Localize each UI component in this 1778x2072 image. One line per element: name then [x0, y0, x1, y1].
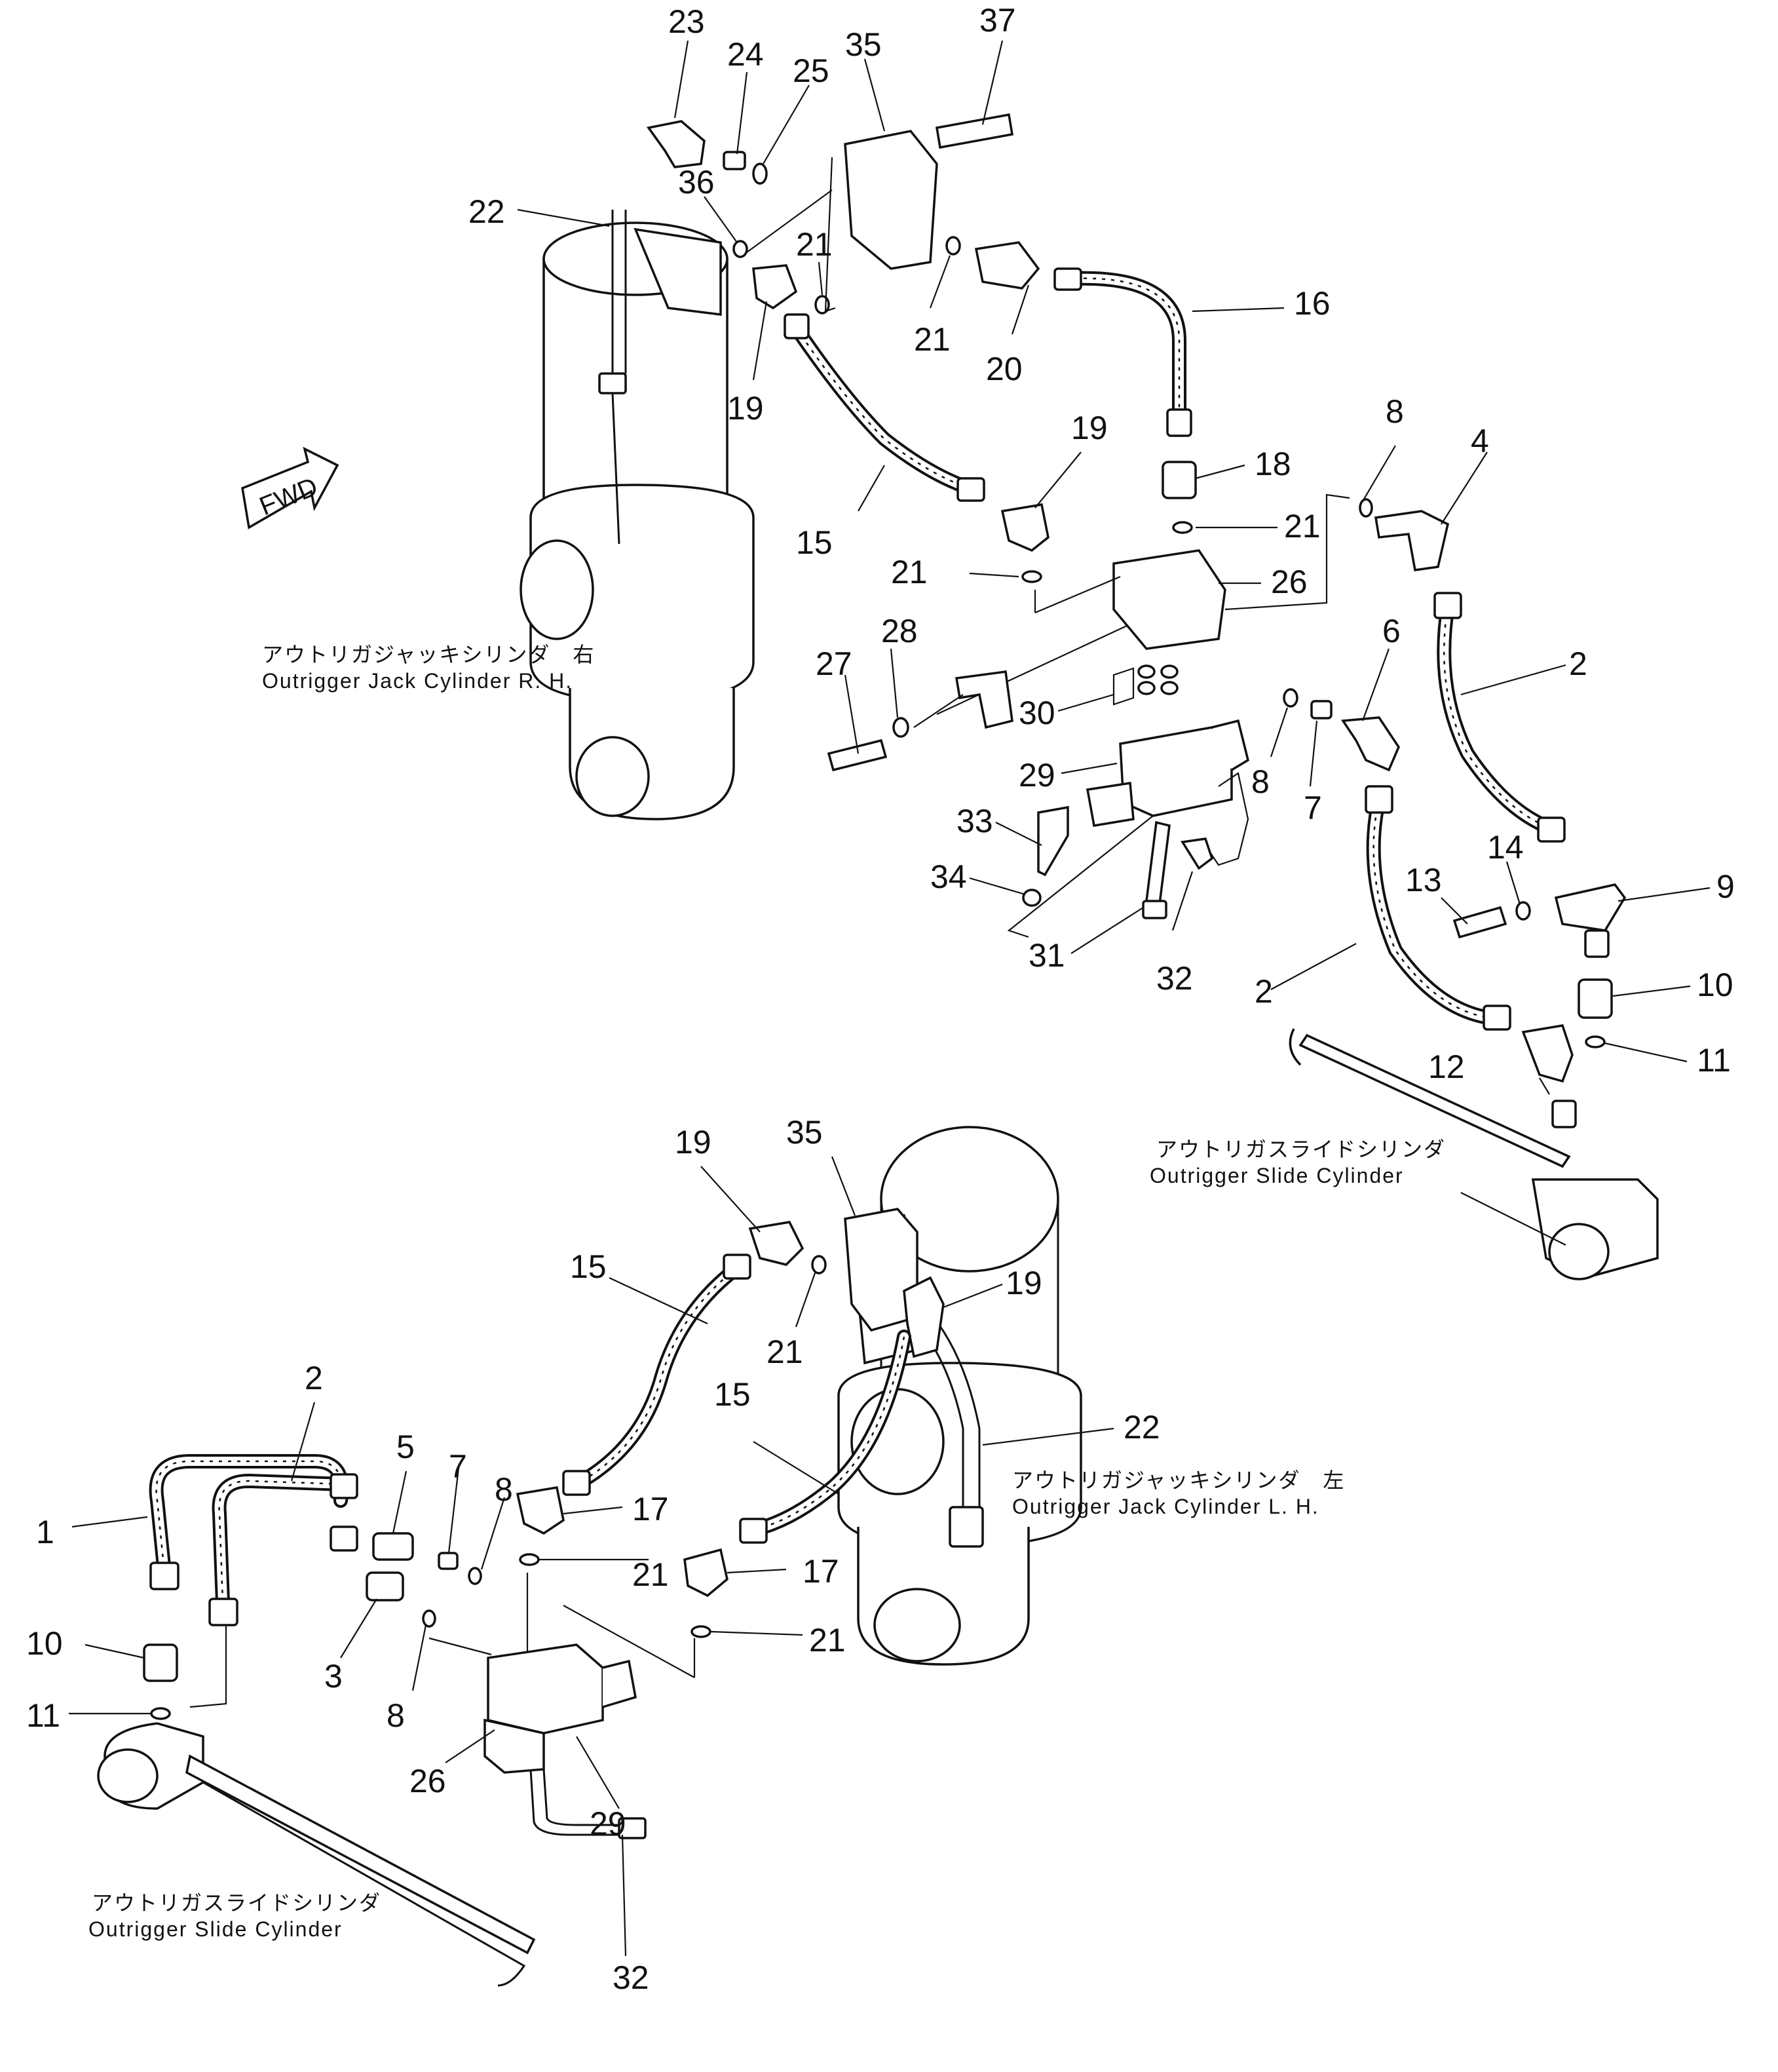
- callout-15-c: 15: [714, 1376, 751, 1413]
- hose-2-bottom: [208, 1473, 358, 1626]
- callout-21-f: 21: [632, 1556, 669, 1593]
- callout-17-b: 17: [803, 1553, 839, 1590]
- callout-21-d: 21: [891, 554, 928, 590]
- callout-32-a: 32: [1156, 960, 1193, 997]
- callout-35-top: 35: [845, 26, 882, 63]
- hose-15-bottom-a: [562, 1254, 751, 1496]
- callout-33: 33: [956, 803, 993, 839]
- bracket-and-bolts: [827, 664, 1179, 772]
- caption-slide-right-jp: アウトリガスライドシリンダ: [1156, 1138, 1446, 1161]
- callout-21-c: 21: [1284, 508, 1321, 545]
- callout-21-g: 21: [809, 1622, 846, 1659]
- callout-numbers: 37 23 24 25 35 36 22 21 21 20 16 19 19 8…: [26, 2, 1735, 1996]
- caption-jack-rh-jp: アウトリガジャッキシリンダ 右: [262, 643, 595, 666]
- callout-19-b: 19: [1071, 410, 1108, 446]
- callout-26-a: 26: [1271, 564, 1308, 600]
- callout-29-b: 29: [590, 1805, 626, 1842]
- caption-slide-left-jp: アウトリガスライドシリンダ: [92, 1891, 381, 1915]
- caption-jack-lh-en: Outrigger Jack Cylinder L. H.: [1012, 1495, 1319, 1518]
- callout-3: 3: [324, 1658, 343, 1695]
- hose-15-bottom-b: [739, 1330, 911, 1544]
- callout-10-a: 10: [1697, 967, 1733, 1003]
- callout-2-a: 2: [1569, 645, 1587, 682]
- callout-17-a: 17: [632, 1491, 669, 1527]
- callout-29-a: 29: [1019, 757, 1055, 794]
- fittings-top-cluster: [647, 113, 1040, 315]
- callout-8-d: 8: [387, 1697, 405, 1734]
- callout-15-a: 15: [796, 524, 833, 561]
- caption-slide-right-en: Outrigger Slide Cylinder: [1150, 1164, 1404, 1187]
- hose-2-lower: [1365, 785, 1511, 1031]
- caption-slide-left-en: Outrigger Slide Cylinder: [88, 1917, 343, 1941]
- callout-21-e: 21: [766, 1333, 803, 1370]
- callout-27: 27: [816, 645, 852, 682]
- callout-18: 18: [1255, 446, 1291, 482]
- fittings-right-side: [1452, 883, 1627, 1128]
- jack-cylinder-rh: [520, 210, 755, 820]
- valve-block-26-top: [936, 461, 1450, 715]
- fittings-bottom-left: [143, 1532, 482, 1720]
- caption-jack-rh-en: Outrigger Jack Cylinder R. H.: [262, 669, 573, 693]
- callout-22-top: 22: [468, 193, 505, 230]
- hose-15-top: [784, 313, 985, 502]
- callout-2-b: 2: [1255, 973, 1273, 1010]
- slide-cylinder-right: [1289, 1028, 1659, 1280]
- callout-8-b: 8: [1251, 763, 1270, 800]
- callout-31: 31: [1029, 937, 1065, 974]
- slide-cylinder-left: [97, 1722, 536, 1987]
- hose-16: [1053, 267, 1192, 437]
- callout-34: 34: [930, 858, 967, 895]
- captions: アウトリガジャッキシリンダ 右 Outrigger Jack Cylinder …: [88, 643, 1446, 1941]
- callout-12: 12: [1428, 1048, 1465, 1085]
- callout-16: 16: [1294, 285, 1331, 322]
- callout-28: 28: [881, 613, 918, 649]
- jack-cylinder-lh: [837, 1126, 1082, 1666]
- callout-7-a: 7: [1304, 790, 1322, 826]
- callout-11-b: 11: [26, 1697, 60, 1734]
- callout-5: 5: [396, 1429, 415, 1465]
- fwd-arrow-icon: FWD: [241, 446, 339, 529]
- fittings-6-7-8: [1283, 688, 1400, 772]
- callout-35-bottom: 35: [786, 1114, 823, 1151]
- callout-24: 24: [727, 36, 764, 73]
- callout-8-c: 8: [495, 1471, 513, 1508]
- callout-10-b: 10: [26, 1625, 63, 1662]
- valve-block-26-bottom: [428, 1486, 728, 1839]
- callout-9: 9: [1716, 868, 1735, 905]
- callout-22-bottom: 22: [1124, 1409, 1160, 1446]
- callout-15-b: 15: [570, 1248, 607, 1285]
- hose-2-upper: [1433, 592, 1566, 843]
- callout-19-c: 19: [675, 1124, 711, 1161]
- solenoid-valve-29-top: [1007, 719, 1250, 938]
- callout-36: 36: [678, 164, 715, 201]
- callout-14: 14: [1487, 829, 1524, 866]
- callout-25: 25: [793, 52, 829, 89]
- callout-19-a: 19: [727, 390, 764, 427]
- callout-2-c: 2: [305, 1360, 323, 1396]
- callout-13: 13: [1405, 862, 1442, 898]
- callout-1: 1: [36, 1514, 54, 1550]
- leader-lines: [69, 40, 1711, 1957]
- caption-jack-lh-jp: アウトリガジャッキシリンダ 左: [1012, 1468, 1345, 1492]
- callout-6: 6: [1382, 613, 1401, 649]
- callout-37: 37: [979, 2, 1016, 39]
- callout-26-b: 26: [409, 1763, 446, 1799]
- callout-23: 23: [668, 3, 705, 40]
- callout-8-a: 8: [1386, 393, 1404, 430]
- callout-7-b: 7: [449, 1448, 467, 1485]
- callout-11-a: 11: [1697, 1042, 1731, 1079]
- callout-4: 4: [1471, 423, 1489, 459]
- valve-35-bottom: [748, 1208, 945, 1358]
- callout-32-b: 32: [613, 1959, 649, 1996]
- callout-30: 30: [1019, 695, 1055, 731]
- callout-19-d: 19: [1006, 1265, 1042, 1301]
- callout-21-b: 21: [914, 321, 951, 358]
- callout-20: 20: [986, 351, 1023, 387]
- callout-21-a: 21: [796, 226, 833, 263]
